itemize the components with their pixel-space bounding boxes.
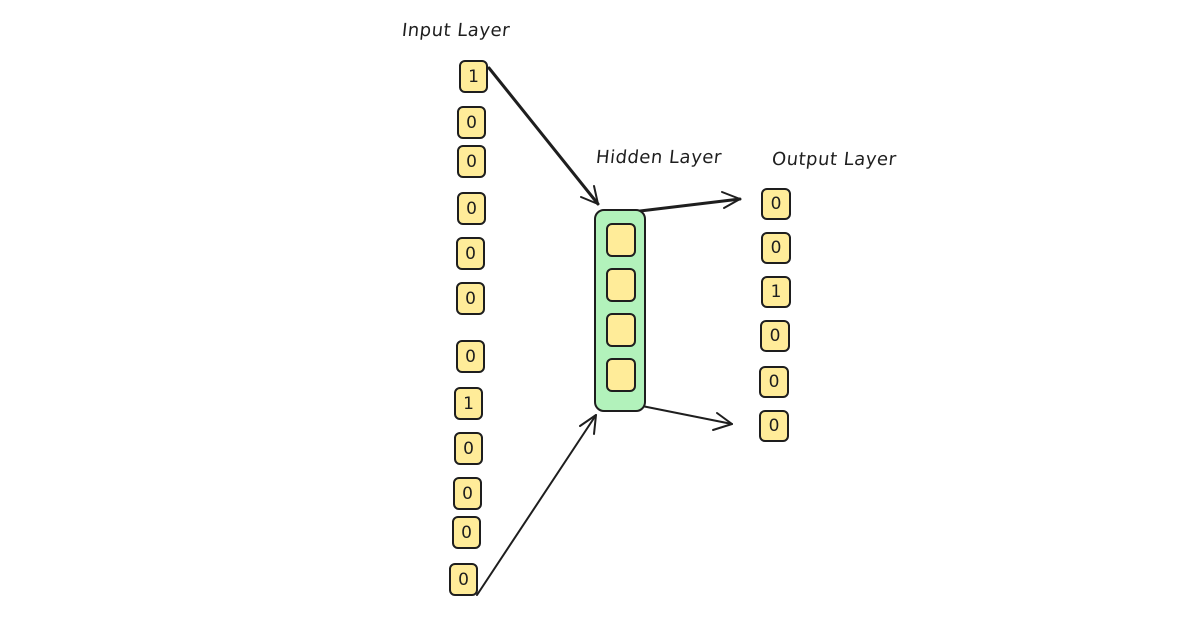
output-node: 1 [761,276,791,308]
arrow-input-bottom-to-hidden [476,414,597,596]
output-node: 0 [761,188,791,220]
input-node: 0 [457,106,486,139]
output-layer-label: Output Layer [770,149,898,170]
hidden-node [606,313,636,347]
arrow-input-top-to-hidden [487,66,600,206]
input-node: 0 [453,477,482,510]
arrow-hidden-bottom-to-output [641,405,733,431]
input-node: 0 [457,192,486,225]
input-layer-label: Input Layer [400,20,512,41]
input-node: 0 [456,237,485,270]
hidden-node [606,268,636,302]
hidden-layer [594,209,646,412]
output-node: 0 [760,320,790,352]
input-node: 0 [456,282,485,315]
output-node: 0 [759,410,789,442]
input-node: 1 [454,387,483,420]
input-node: 0 [454,432,483,465]
hidden-layer-label: Hidden Layer [594,147,723,168]
arrow-hidden-top-to-output [638,191,742,213]
input-node: 0 [452,516,481,549]
hidden-node [606,358,636,392]
input-node: 0 [457,145,486,178]
input-node: 1 [459,60,488,93]
input-node: 0 [456,340,485,373]
input-node: 0 [449,563,478,596]
output-node: 0 [761,232,791,264]
hidden-node [606,223,636,257]
output-node: 0 [759,366,789,398]
